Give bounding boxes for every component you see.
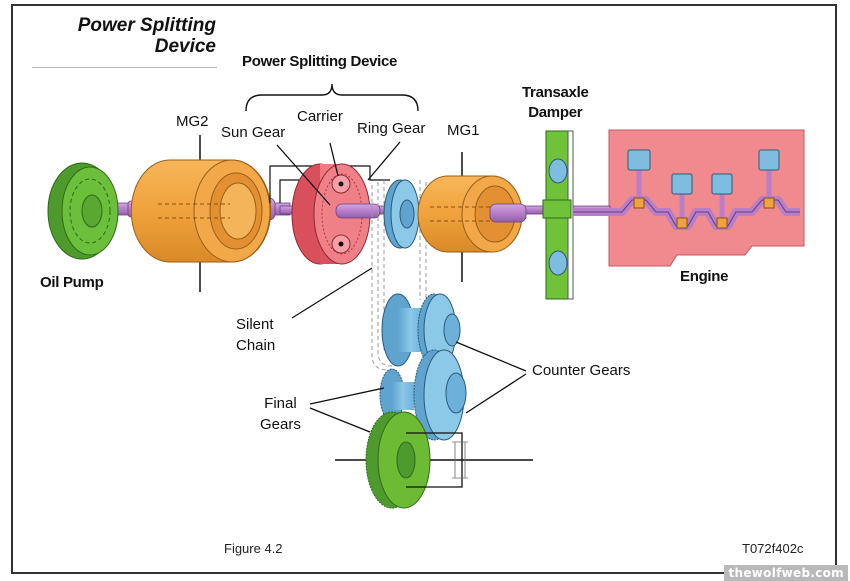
ring-gear-label: Ring Gear: [357, 120, 426, 137]
ring-gear-sprocket-icon: [383, 179, 420, 249]
power-splitting-device-label: Power Splitting Device: [242, 53, 398, 70]
transaxle-damper-icon: [542, 130, 574, 300]
planetary-gear-set-icon: [291, 163, 371, 265]
silent-chain-label-line1: Silent: [236, 316, 274, 333]
final-gears-label-line2: Gears: [260, 416, 301, 433]
power-splitting-brace: [245, 83, 419, 112]
piston-icon: [627, 149, 651, 209]
mg2-label: MG2: [176, 113, 209, 130]
leader-lines: [276, 141, 527, 433]
title-divider: [32, 67, 217, 68]
piston-icon: [671, 173, 693, 229]
silent-chain-label-line2: Chain: [236, 337, 276, 354]
oil-pump-icon: [47, 162, 119, 260]
silent-chain-label: Silent Chain: [236, 314, 275, 356]
title-line-2: Device: [154, 36, 216, 57]
page-title: Power Splitting Device: [78, 15, 216, 57]
watermark: thewolfweb.com: [724, 565, 848, 581]
counter-gears-label: Counter Gears: [532, 362, 631, 379]
mg1-label: MG1: [447, 122, 480, 139]
carrier-label: Carrier: [297, 108, 343, 125]
final-gears-label-line1: Final: [264, 395, 297, 412]
oil-pump-label: Oil Pump: [40, 274, 104, 291]
final-drive-pinion-icon: [379, 368, 414, 422]
transaxle-damper-label-line1: Transaxle: [522, 84, 589, 101]
engine-block: [608, 129, 805, 267]
counter-driven-gear-icon: [381, 293, 461, 367]
final-gears-label: Final Gears: [260, 393, 301, 435]
title-line-1: Power Splitting: [77, 15, 216, 36]
engine-label: Engine: [680, 268, 729, 285]
figure-code: T072f402c: [742, 541, 804, 556]
final-ring-gear-icon: [335, 411, 533, 509]
sun-gear-label: Sun Gear: [221, 124, 286, 141]
piston-icon: [711, 173, 733, 229]
figure-number: Figure 4.2: [224, 541, 283, 556]
piston-icon: [758, 149, 780, 209]
transaxle-damper-label-line2: Damper: [528, 104, 583, 121]
counter-drive-gear-icon: [413, 349, 467, 441]
mg2-motor-generator-icon: [130, 135, 272, 292]
transaxle-damper-label: Transaxle Damper: [522, 83, 589, 123]
